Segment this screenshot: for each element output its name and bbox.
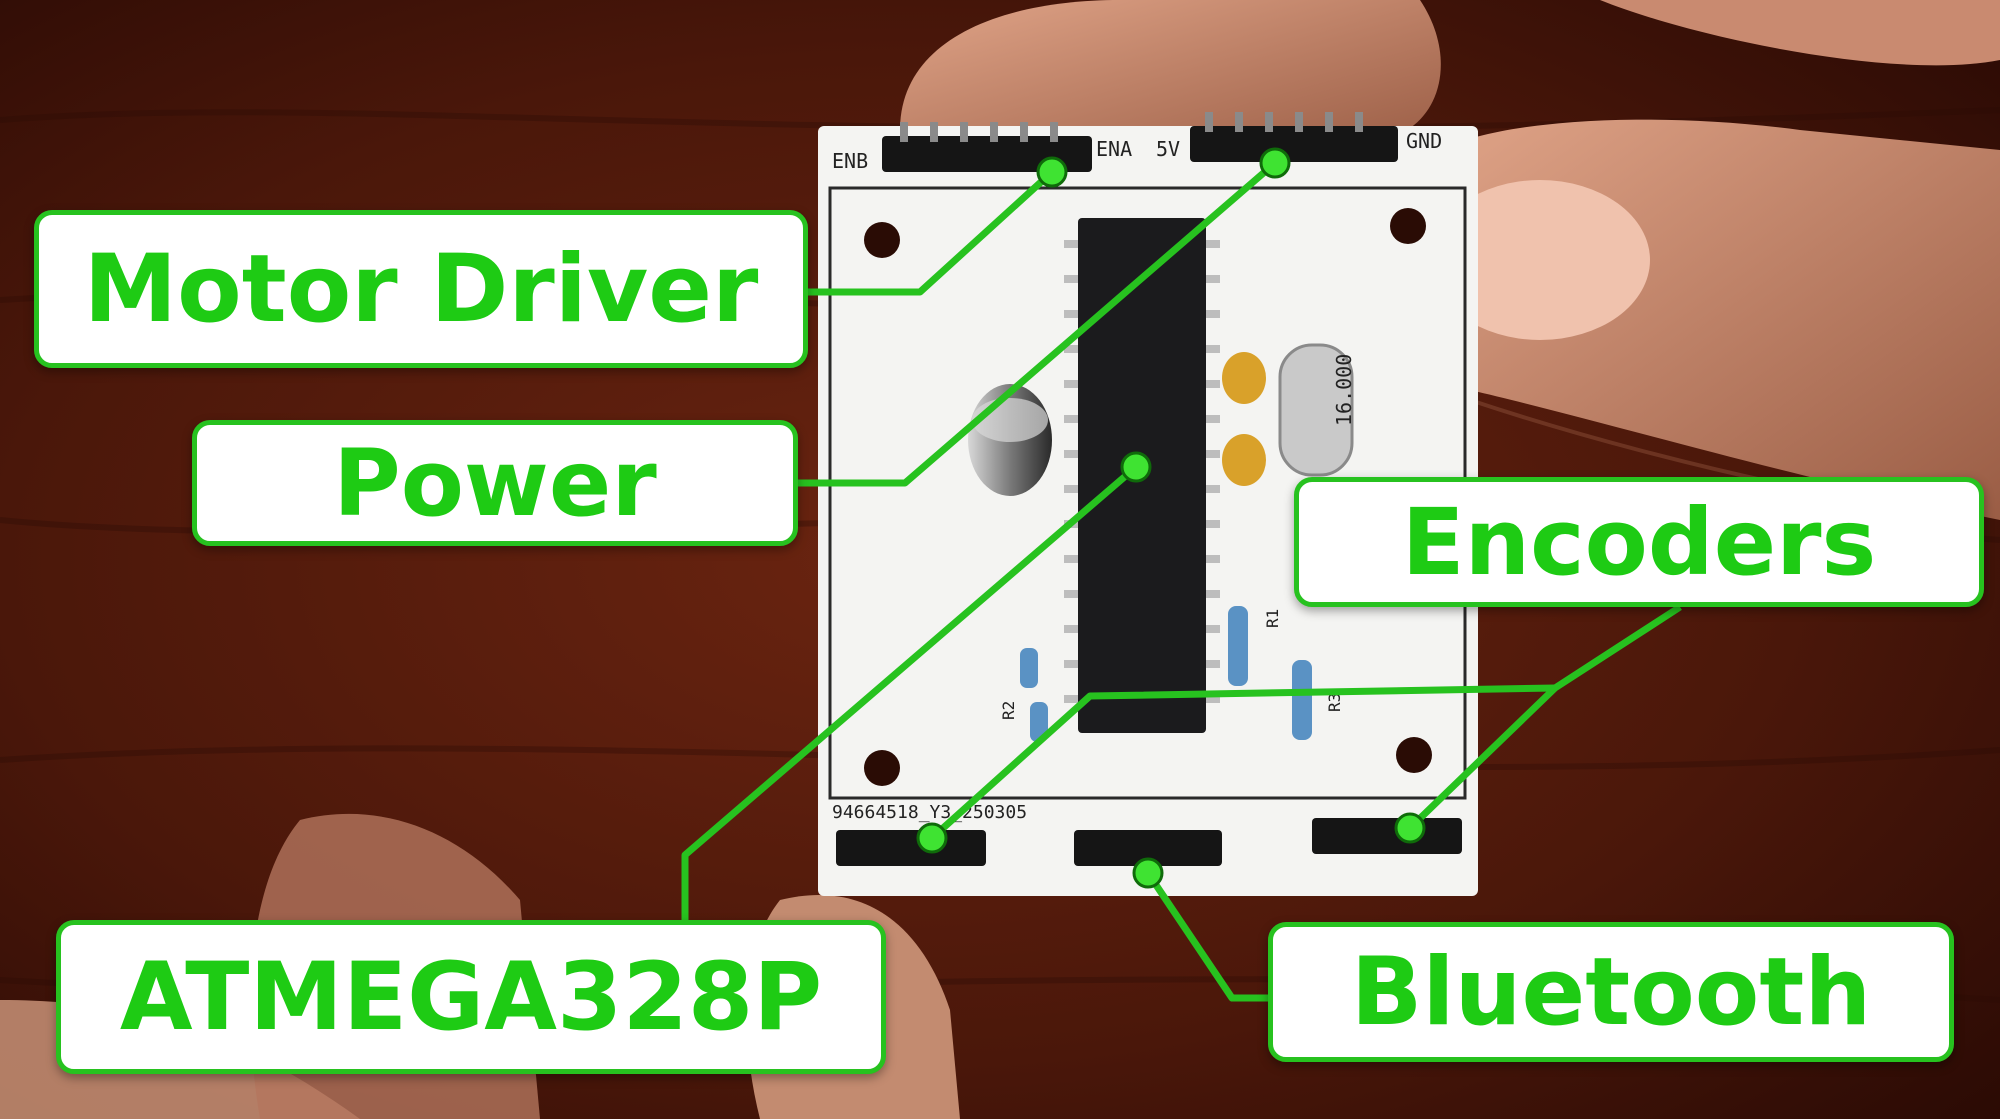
silk-r3: R3 — [1325, 693, 1344, 712]
ceramic-capacitor — [1222, 434, 1266, 486]
label-bluetooth-text: Bluetooth — [1350, 937, 1872, 1047]
line-bluetooth — [1145, 871, 1268, 1002]
silk-gnd: GND — [1406, 129, 1442, 153]
silk-ena: ENA — [1096, 137, 1132, 161]
silk-r1: R1 — [1263, 609, 1282, 628]
silk-r2: R2 — [999, 701, 1018, 720]
silkscreen: ENB ENA 5V GND 94664518_Y3_250305 16.000… — [832, 129, 1442, 823]
callout-lines — [681, 160, 1682, 1002]
mount-hole — [1396, 737, 1432, 773]
pcb-board — [818, 112, 1478, 896]
dot-encoder-left — [916, 822, 948, 854]
label-power-text: Power — [333, 429, 657, 537]
label-motor-driver-text: Motor Driver — [83, 234, 759, 344]
dot-power — [1259, 147, 1291, 179]
label-encoders-text: Encoders — [1401, 488, 1877, 596]
crystal — [1278, 343, 1354, 477]
resistors — [1020, 606, 1312, 742]
dot-atmega — [1120, 451, 1152, 483]
header-bluetooth — [1074, 830, 1222, 866]
mount-hole — [864, 222, 900, 258]
line-atmega — [681, 464, 1139, 920]
line-encoders-bus — [929, 684, 1556, 841]
label-atmega328p: ATMEGA328P — [56, 920, 886, 1074]
header-encoder-right — [1312, 818, 1462, 854]
callout-dots — [916, 147, 1426, 889]
line-motor-driver — [808, 169, 1055, 296]
label-motor-driver: Motor Driver — [34, 210, 808, 368]
silk-serial: 94664518_Y3_250305 — [832, 802, 1027, 823]
ceramic-capacitor — [1222, 352, 1266, 404]
dot-encoder-right — [1394, 812, 1426, 844]
mount-hole — [864, 750, 900, 786]
label-atmega328p-text: ATMEGA328P — [119, 942, 823, 1052]
dot-bluetooth — [1132, 857, 1164, 889]
line-power — [798, 160, 1278, 487]
label-power: Power — [192, 420, 798, 546]
header-encoder-left — [836, 830, 986, 866]
silk-5v: 5V — [1156, 137, 1180, 161]
label-encoders: Encoders — [1294, 477, 1984, 607]
silk-crystal: 16.000 — [1332, 354, 1356, 426]
mount-hole — [1390, 208, 1426, 244]
header-power — [1190, 126, 1398, 162]
label-bluetooth: Bluetooth — [1268, 922, 1954, 1062]
dot-motor-driver — [1036, 156, 1068, 188]
silk-enb: ENB — [832, 149, 868, 173]
